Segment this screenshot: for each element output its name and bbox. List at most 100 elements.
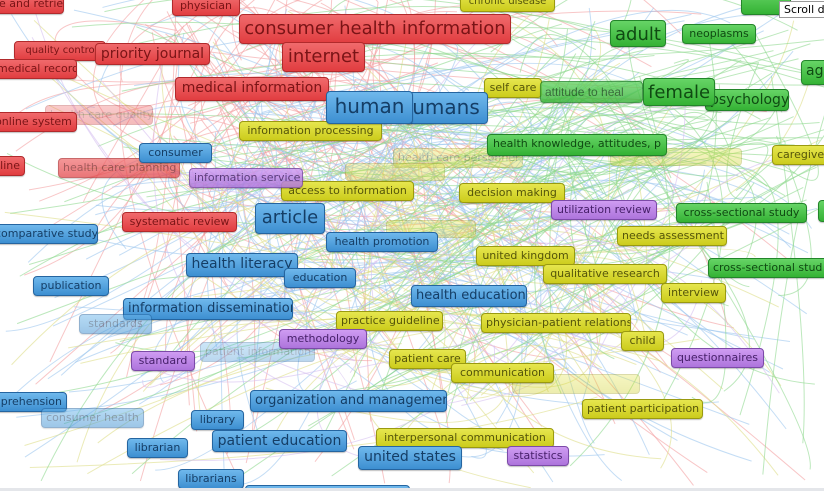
edge xyxy=(122,129,824,178)
edge xyxy=(523,173,595,444)
node[interactable]: qualitative research xyxy=(543,264,667,284)
node[interactable]: self care xyxy=(484,78,542,98)
edge xyxy=(531,106,739,177)
edge xyxy=(244,215,392,311)
node[interactable]: female xyxy=(643,78,715,106)
node[interactable]: information dissemination xyxy=(123,298,293,320)
node[interactable]: consumer health information xyxy=(239,14,511,44)
node[interactable]: attitude to heal xyxy=(540,81,643,103)
node[interactable]: caregive xyxy=(772,145,824,165)
node[interactable]: article xyxy=(255,203,325,234)
node[interactable]: patient care xyxy=(389,349,466,369)
node[interactable] xyxy=(345,163,445,181)
edge xyxy=(447,163,594,395)
edge xyxy=(552,109,777,193)
node[interactable] xyxy=(245,485,410,488)
edge xyxy=(445,162,707,424)
node[interactable]: online system xyxy=(0,112,77,132)
edge xyxy=(753,30,819,181)
node[interactable]: medical record xyxy=(0,59,77,79)
edge xyxy=(149,0,379,58)
node[interactable]: library xyxy=(191,410,244,430)
node[interactable]: e and retrie xyxy=(0,0,64,14)
edge xyxy=(425,29,569,275)
node[interactable]: information processing xyxy=(239,121,382,141)
node[interactable]: physician xyxy=(172,0,240,16)
edge xyxy=(317,138,453,195)
node[interactable]: health literacy xyxy=(186,253,298,277)
node[interactable]: psychology xyxy=(705,89,789,111)
edge xyxy=(349,107,681,374)
edge xyxy=(458,326,568,397)
node[interactable]: consumer xyxy=(139,143,212,163)
node[interactable]: united states xyxy=(358,446,462,470)
edge xyxy=(582,152,670,360)
edge xyxy=(303,231,396,291)
node[interactable]: cross-sectional study xyxy=(676,203,807,223)
node[interactable]: statistics xyxy=(507,446,569,466)
node[interactable]: standards xyxy=(79,314,152,334)
edge xyxy=(1,265,521,408)
edge xyxy=(52,158,377,327)
edge xyxy=(312,199,651,351)
node[interactable]: adult xyxy=(610,20,666,47)
edge xyxy=(490,0,632,53)
node[interactable]: education xyxy=(284,268,356,288)
node[interactable]: medical information xyxy=(175,77,329,101)
node[interactable]: consumer health xyxy=(41,408,144,428)
edge xyxy=(231,0,380,61)
edge xyxy=(145,362,350,383)
node[interactable]: interview xyxy=(661,283,726,303)
node[interactable]: prehension xyxy=(0,392,67,412)
node[interactable]: neoplasms xyxy=(682,24,756,44)
node[interactable]: librarian xyxy=(127,438,188,458)
node[interactable]: questionnaires xyxy=(671,348,764,368)
node[interactable]: line xyxy=(0,156,25,176)
edge xyxy=(708,142,769,215)
node[interactable]: organization and management xyxy=(250,390,447,412)
node[interactable]: umans xyxy=(404,92,488,124)
node[interactable]: utilization review xyxy=(551,200,657,220)
node[interactable]: cross-sectional stud xyxy=(708,258,824,278)
node[interactable] xyxy=(818,200,824,222)
edge xyxy=(775,135,812,296)
node[interactable]: ag xyxy=(801,60,824,85)
node[interactable]: patient education xyxy=(212,430,347,452)
node[interactable]: child xyxy=(621,331,664,351)
node[interactable]: comparative study xyxy=(0,224,98,244)
node[interactable]: systematic review xyxy=(122,212,237,232)
edge xyxy=(119,208,751,343)
node[interactable]: health knowledge, attitudes, p xyxy=(487,134,667,156)
node[interactable]: publication xyxy=(33,276,109,296)
node[interactable]: methodology xyxy=(279,329,367,349)
node[interactable]: united kingdom xyxy=(476,246,575,266)
node[interactable]: chronic disease xyxy=(460,0,555,12)
node[interactable]: quality contro xyxy=(14,41,106,61)
node[interactable]: patient participation xyxy=(582,399,703,419)
node[interactable]: health education xyxy=(411,285,527,307)
node[interactable]: internet xyxy=(282,42,365,72)
node[interactable]: standard xyxy=(131,351,195,371)
node[interactable]: decision making xyxy=(459,183,565,203)
node[interactable]: access to information xyxy=(281,181,414,201)
edge xyxy=(10,29,789,214)
edge xyxy=(207,62,759,170)
node[interactable]: interpersonal communication xyxy=(376,428,554,448)
node[interactable]: health care planning xyxy=(58,158,180,178)
node[interactable]: physician-patient relations xyxy=(481,313,631,333)
edge xyxy=(594,106,687,131)
node[interactable]: priority journal xyxy=(95,43,210,65)
node[interactable]: human xyxy=(326,91,413,124)
node[interactable]: health promotion xyxy=(326,232,438,252)
node[interactable]: needs assessment xyxy=(617,226,727,246)
node[interactable]: practice guideline xyxy=(336,311,443,331)
edge xyxy=(262,140,633,325)
node[interactable]: communication xyxy=(451,363,554,383)
edge xyxy=(160,286,550,461)
edge xyxy=(504,304,779,476)
edge xyxy=(24,58,179,276)
node[interactable]: librarians xyxy=(178,469,244,488)
node[interactable]: information service xyxy=(189,168,303,188)
edge xyxy=(29,396,598,468)
